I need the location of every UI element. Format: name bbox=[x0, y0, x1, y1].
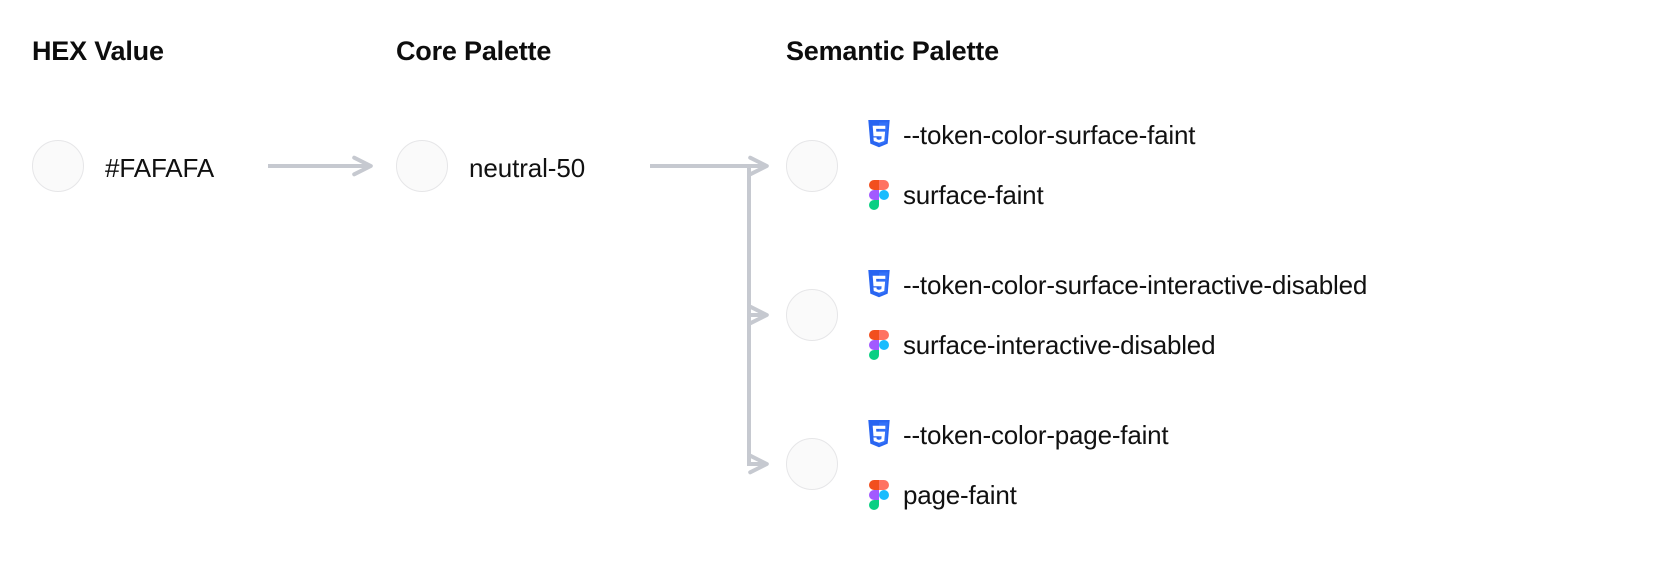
semantic-row-3-css-token[interactable]: --token-color-page-faint bbox=[866, 420, 1169, 450]
column-heading-semantic-palette: Semantic Palette bbox=[786, 36, 999, 66]
swatch-semantic-row-1[interactable] bbox=[786, 140, 838, 192]
core-palette-label: neutral-50 bbox=[469, 153, 586, 183]
semantic-row-1-css-token-text: --token-color-surface-faint bbox=[903, 120, 1196, 150]
semantic-row-1-css-token[interactable]: --token-color-surface-faint bbox=[866, 120, 1195, 150]
hex-value-label: #FAFAFA bbox=[105, 153, 215, 183]
swatch-hex-value[interactable] bbox=[32, 140, 84, 192]
column-heading-core-palette: Core Palette bbox=[396, 36, 552, 66]
swatch-semantic-row-2[interactable] bbox=[786, 289, 838, 341]
semantic-row-3-css-token-text: --token-color-page-faint bbox=[903, 420, 1169, 450]
semantic-row-2-css-token-text: --token-color-surface-interactive-disabl… bbox=[903, 270, 1368, 300]
semantic-row-2-figma-token[interactable]: surface-interactive-disabled bbox=[866, 330, 1216, 360]
semantic-row-3-figma-token-text: page-faint bbox=[903, 480, 1017, 510]
swatch-semantic-row-3[interactable] bbox=[786, 438, 838, 490]
semantic-row-3-figma-token[interactable]: page-faint bbox=[866, 480, 1017, 510]
css3-icon bbox=[866, 420, 892, 450]
branch-trunk bbox=[650, 164, 751, 466]
figma-icon bbox=[866, 480, 892, 510]
figma-icon bbox=[866, 180, 892, 210]
css3-icon bbox=[866, 120, 892, 150]
css3-icon bbox=[866, 270, 892, 300]
semantic-row-1-figma-token-text: surface-faint bbox=[903, 180, 1044, 210]
column-heading-hex-value: HEX Value bbox=[32, 36, 164, 66]
semantic-row-1-figma-token[interactable]: surface-faint bbox=[866, 180, 1044, 210]
semantic-row-2-css-token[interactable]: --token-color-surface-interactive-disabl… bbox=[866, 270, 1367, 300]
figma-icon bbox=[866, 330, 892, 360]
swatch-core-palette[interactable] bbox=[396, 140, 448, 192]
semantic-row-2-figma-token-text: surface-interactive-disabled bbox=[903, 330, 1216, 360]
